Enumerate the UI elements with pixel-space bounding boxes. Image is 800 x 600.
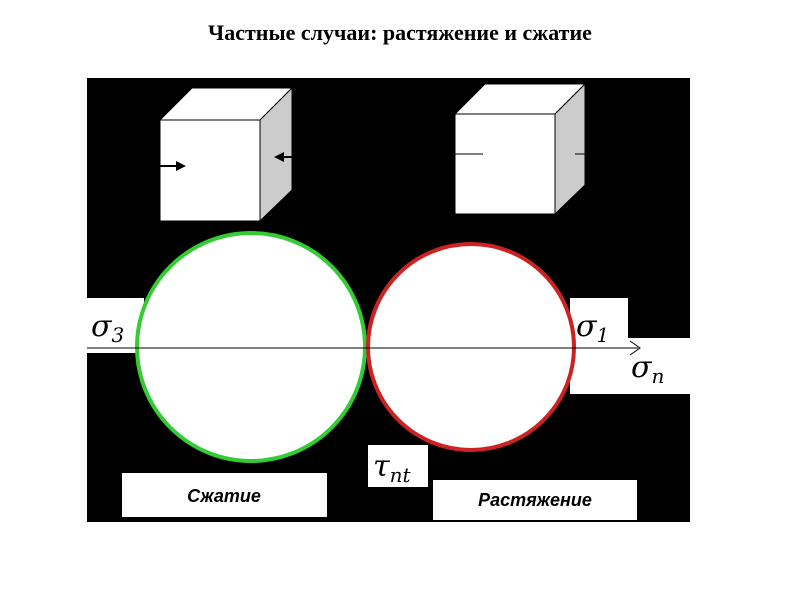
compression-caption-box bbox=[122, 473, 327, 517]
compression-cube bbox=[158, 86, 294, 223]
tau-label: τnt bbox=[373, 449, 411, 487]
tension-cube bbox=[453, 82, 587, 216]
compression-caption: Сжатие bbox=[187, 486, 261, 506]
sigma3-label-box bbox=[87, 298, 144, 353]
sigma1-label: σ1 bbox=[576, 309, 609, 347]
compression-mohr-circle bbox=[135, 231, 367, 463]
slide-title: Частные случаи: растяжение и сжатие bbox=[208, 20, 592, 45]
tension-mohr-circle bbox=[366, 242, 576, 452]
tension-cube-front bbox=[454, 113, 556, 215]
sigma-n-label-box bbox=[570, 338, 690, 394]
tension-caption: Растяжение bbox=[478, 490, 592, 510]
sigma-n-axis-arrowhead bbox=[629, 340, 641, 356]
compression-cube-front bbox=[159, 119, 261, 222]
sigma1-label-box bbox=[570, 298, 628, 338]
compression-arrowhead-right bbox=[274, 152, 284, 162]
sigma-n-label: σn bbox=[631, 350, 664, 388]
tension-caption-box bbox=[433, 480, 637, 520]
tau-label-box bbox=[368, 445, 428, 487]
sigma3-label: σ3 bbox=[91, 309, 124, 347]
compression-arrowhead-left bbox=[176, 161, 186, 171]
